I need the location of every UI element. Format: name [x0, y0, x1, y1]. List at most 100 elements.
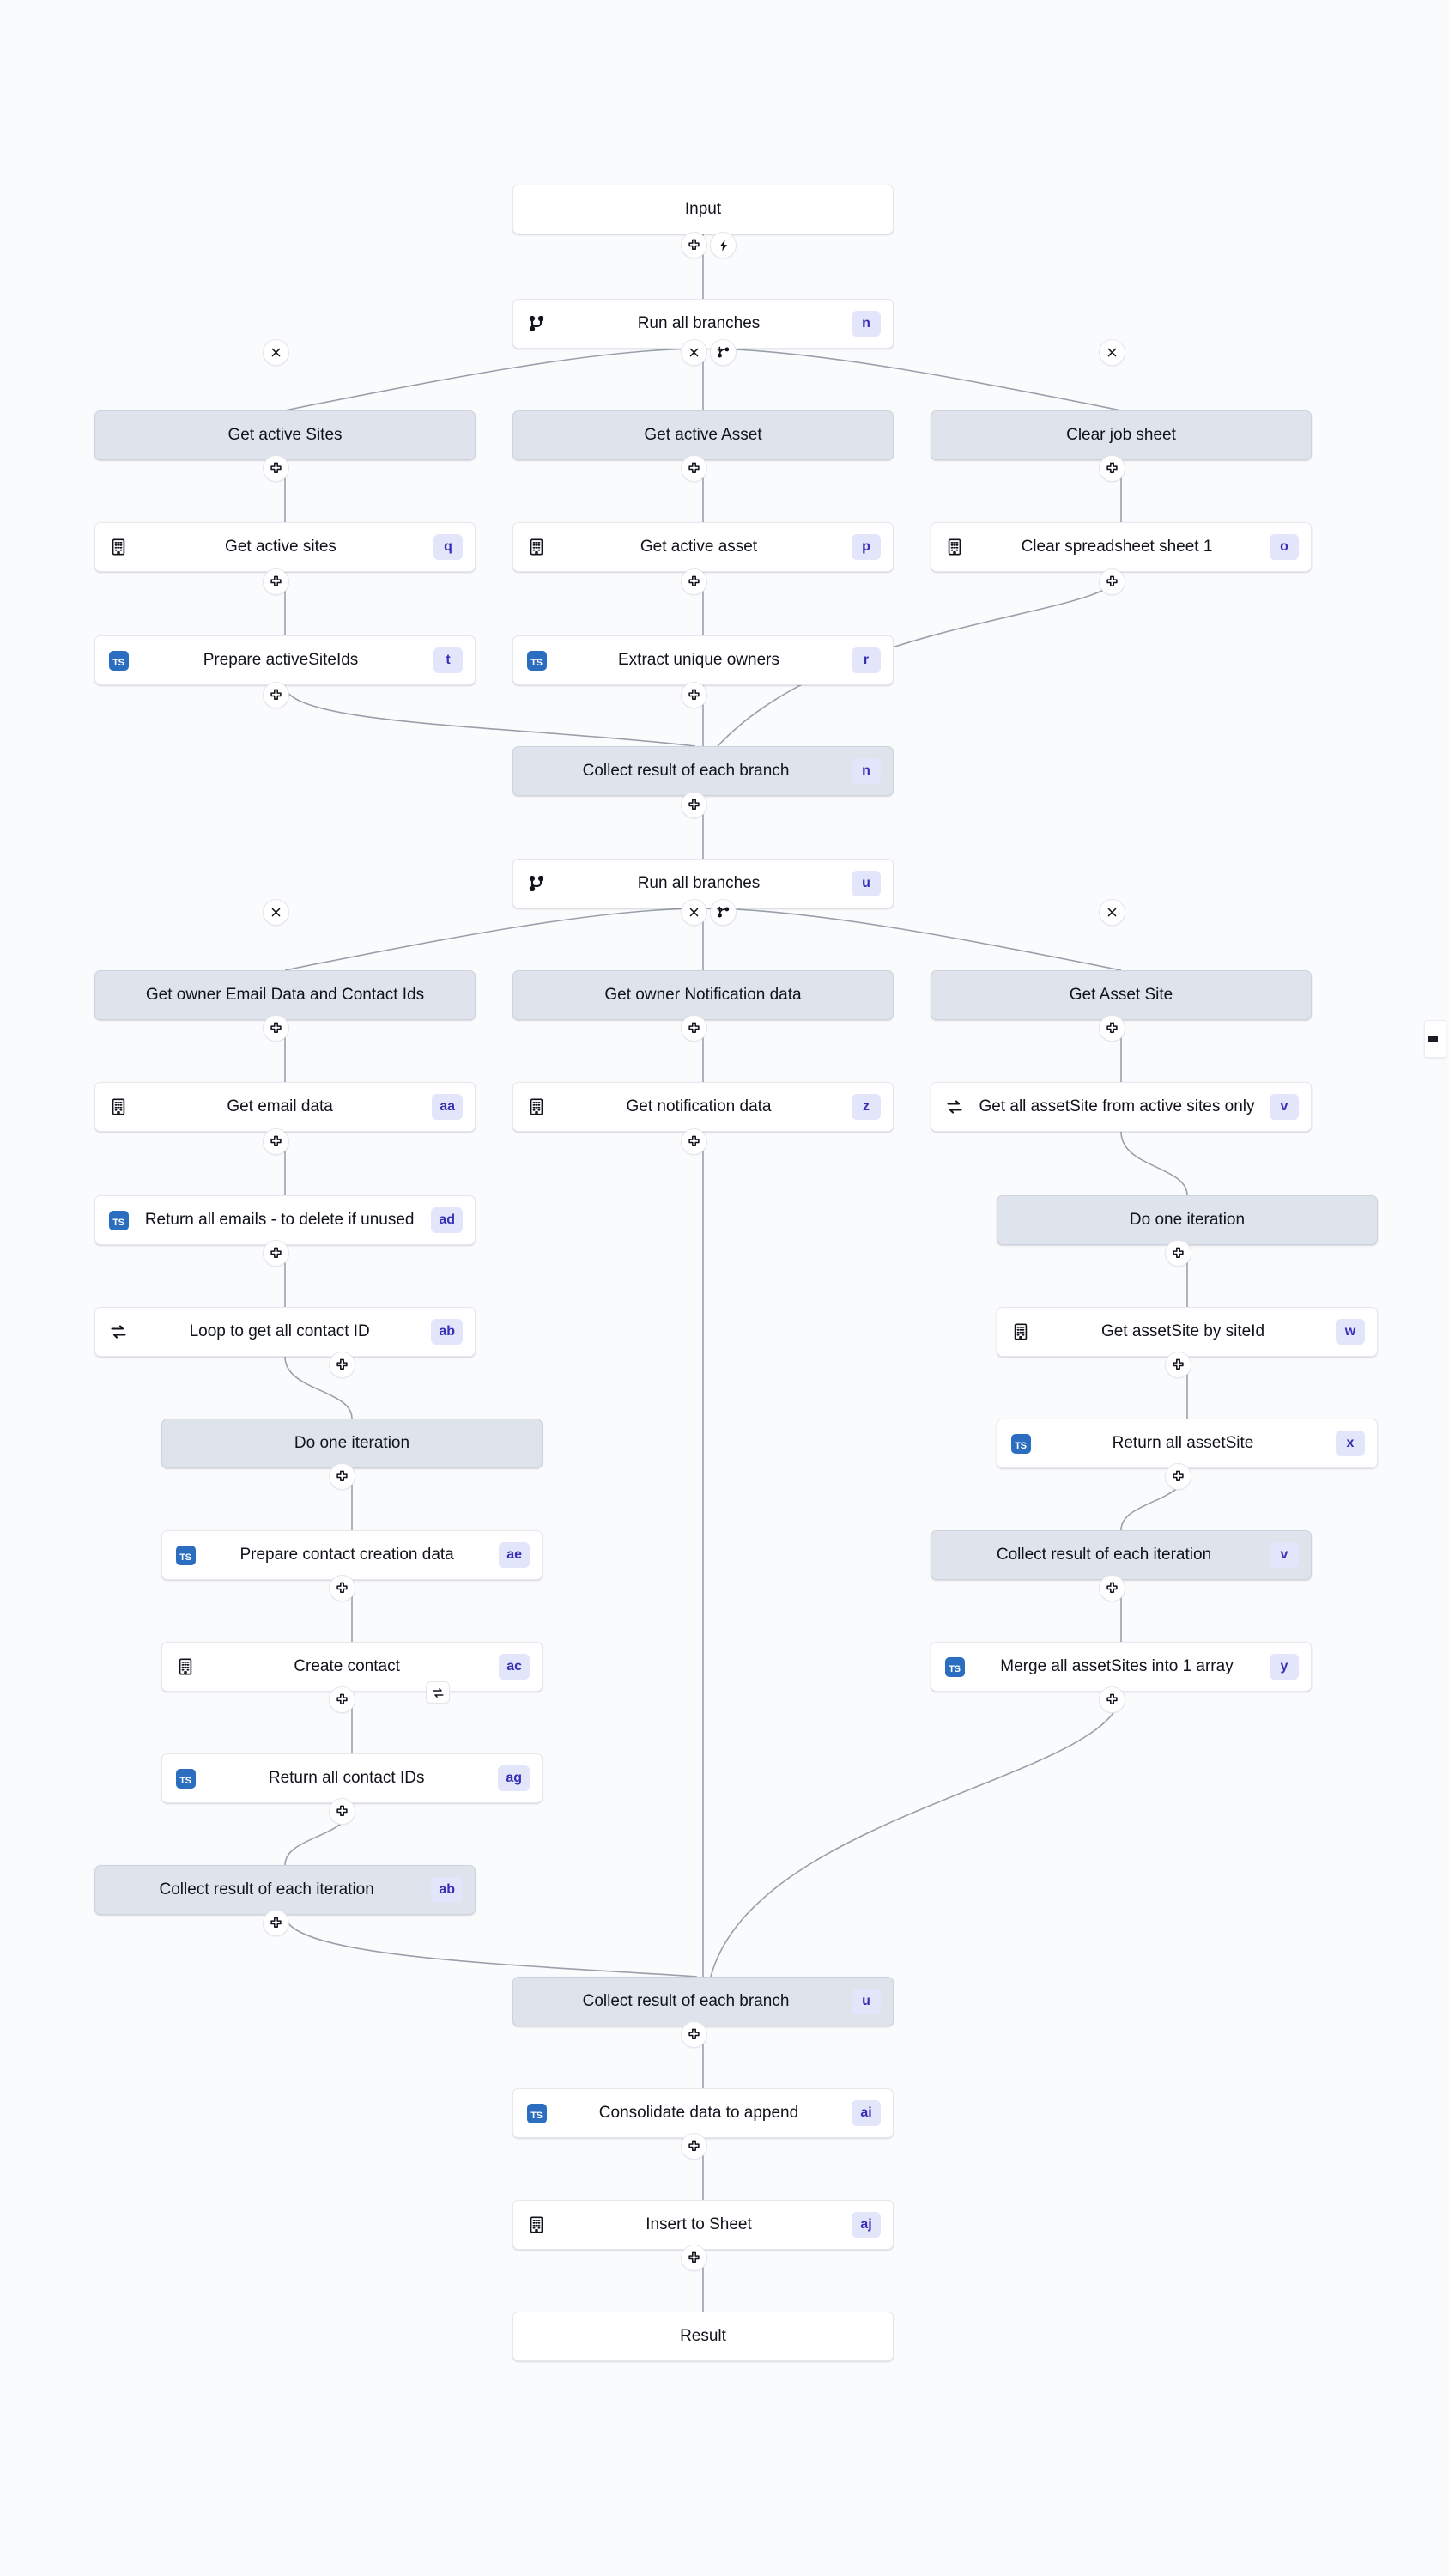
plus-icon[interactable]: [263, 568, 289, 595]
node-chip[interactable]: ag: [498, 1765, 530, 1791]
add-branch-icon[interactable]: [710, 899, 737, 926]
plus-icon[interactable]: [1099, 568, 1125, 595]
plus-icon[interactable]: [329, 1686, 355, 1713]
node-chip[interactable]: aa: [432, 1094, 463, 1120]
plus-icon[interactable]: [1099, 1015, 1125, 1042]
plus-icon[interactable]: [329, 1352, 355, 1378]
node-result[interactable]: Result: [512, 2312, 894, 2361]
node-chip[interactable]: aj: [852, 2212, 881, 2238]
node-chip[interactable]: w: [1336, 1319, 1365, 1345]
node-chip[interactable]: n: [852, 311, 881, 337]
plus-icon[interactable]: [681, 568, 707, 595]
plus-icon[interactable]: [681, 2133, 707, 2160]
node-get-active-sites-g[interactable]: Get active Sites: [94, 410, 476, 460]
plus-icon[interactable]: [681, 1015, 707, 1042]
plus-icon[interactable]: [681, 682, 707, 708]
node-do-one-iter-right[interactable]: Do one iteration: [997, 1195, 1378, 1245]
plus-icon[interactable]: [681, 1128, 707, 1155]
lightning-icon[interactable]: [710, 232, 737, 258]
plus-icon[interactable]: [1165, 1463, 1191, 1490]
plus-icon[interactable]: [1099, 1686, 1125, 1713]
node-chip[interactable]: t: [433, 647, 463, 673]
node-chip[interactable]: v: [1270, 1094, 1299, 1120]
node-chip[interactable]: ac: [499, 1654, 530, 1680]
node-input[interactable]: Input: [512, 185, 894, 234]
node-chip[interactable]: n: [852, 758, 881, 784]
node-owner-email-g[interactable]: Get owner Email Data and Contact Ids: [94, 970, 476, 1020]
plus-icon[interactable]: [263, 1240, 289, 1267]
plus-icon[interactable]: [1099, 455, 1125, 482]
plus-icon[interactable]: [263, 455, 289, 482]
plus-icon[interactable]: [1165, 1240, 1191, 1267]
node-get-asset-site-g[interactable]: Get Asset Site: [931, 970, 1312, 1020]
node-chip[interactable]: r: [852, 647, 881, 673]
plus-icon[interactable]: [263, 1910, 289, 1936]
node-chip[interactable]: q: [433, 534, 463, 560]
node-owner-notif-g[interactable]: Get owner Notification data: [512, 970, 894, 1020]
add-branch-icon[interactable]: [710, 339, 737, 366]
node-chip[interactable]: o: [1270, 534, 1299, 560]
plus-icon[interactable]: [263, 1128, 289, 1155]
node-do-one-iter-left[interactable]: Do one iteration: [161, 1419, 543, 1468]
node-chip[interactable]: ab: [431, 1319, 463, 1345]
node-chip[interactable]: ae: [499, 1542, 530, 1568]
node-clear-job-sheet-g[interactable]: Clear job sheet: [931, 410, 1312, 460]
offscreen-node-stub[interactable]: [1424, 1020, 1446, 1058]
close-icon[interactable]: [263, 339, 289, 366]
node-chip[interactable]: ai: [852, 2100, 881, 2126]
node-chip[interactable]: z: [852, 1094, 881, 1120]
node-chip[interactable]: x: [1336, 1431, 1365, 1456]
node-get-active-asset-g[interactable]: Get active Asset: [512, 410, 894, 460]
close-icon[interactable]: [263, 899, 289, 926]
plus-icon[interactable]: [681, 232, 707, 258]
retry-icon[interactable]: [426, 1681, 450, 1704]
node-chip[interactable]: ab: [431, 1877, 463, 1903]
plus-icon[interactable]: [263, 1015, 289, 1042]
node-chip[interactable]: u: [852, 1989, 881, 2014]
plus-icon[interactable]: [1165, 1352, 1191, 1378]
plus-icon[interactable]: [329, 1798, 355, 1825]
plus-icon[interactable]: [329, 1463, 355, 1490]
close-icon[interactable]: [681, 899, 707, 926]
plus-icon[interactable]: [1099, 1575, 1125, 1601]
close-icon[interactable]: [681, 339, 707, 366]
plus-icon[interactable]: [681, 455, 707, 482]
node-chip[interactable]: u: [852, 871, 881, 896]
plus-icon[interactable]: [263, 682, 289, 708]
plus-icon[interactable]: [329, 1575, 355, 1601]
plus-icon[interactable]: [681, 2245, 707, 2271]
node-chip[interactable]: p: [852, 534, 881, 560]
close-icon[interactable]: [1099, 899, 1125, 926]
node-get-all-assetsite[interactable]: Get all assetSite from active sites only…: [931, 1082, 1312, 1132]
close-icon[interactable]: [1099, 339, 1125, 366]
node-chip[interactable]: v: [1270, 1542, 1299, 1568]
node-chip[interactable]: ad: [431, 1207, 463, 1233]
node-chip[interactable]: y: [1270, 1654, 1299, 1680]
plus-icon[interactable]: [681, 792, 707, 818]
plus-icon[interactable]: [681, 2021, 707, 2048]
